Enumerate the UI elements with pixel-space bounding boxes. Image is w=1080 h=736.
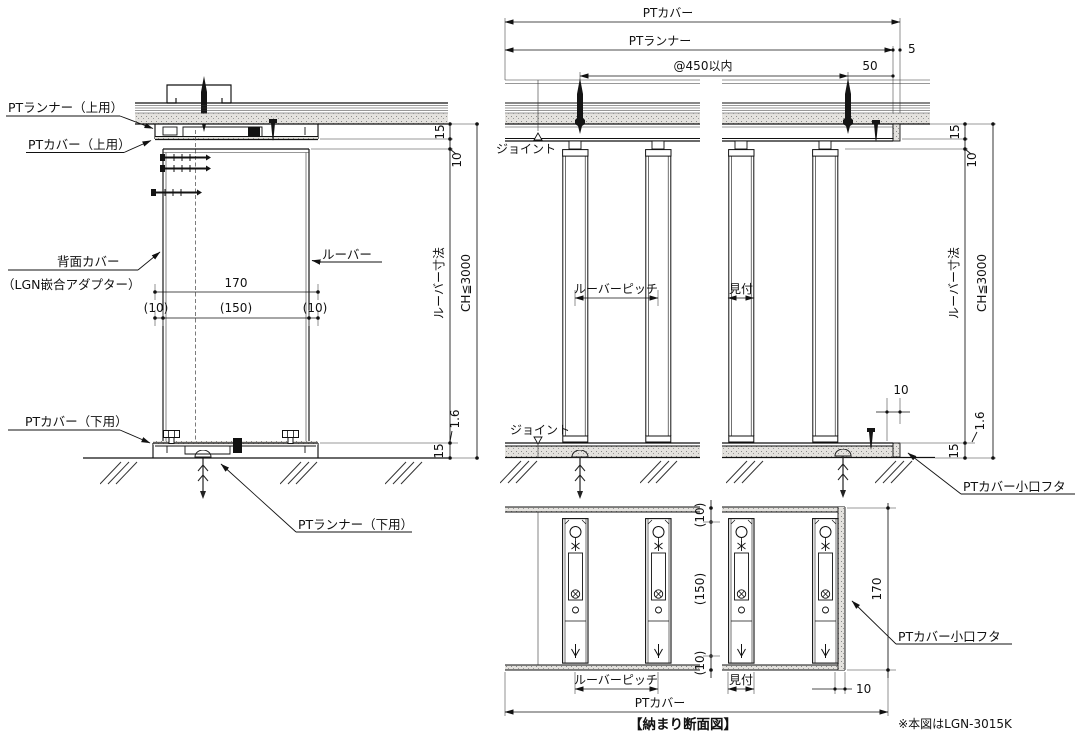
dim-top-15: 15 (948, 124, 962, 139)
dim-p10-top: (10) (693, 503, 707, 528)
dim-pt-cover: PTカバー (643, 6, 694, 20)
plan-view: (10) (150) (10) 170 PTカバー小口フタ ルーバーピッチ (504, 500, 1012, 716)
elevation-end-dims: 10 PTカバー小口フタ (876, 383, 1075, 495)
floor-anchor (195, 450, 211, 499)
label-joint-top: ジョイント (496, 142, 556, 156)
dim-plan-pitch: ルーバーピッチ (574, 673, 658, 687)
dim-170: 170 (225, 276, 248, 290)
back-cover-screw (160, 154, 211, 161)
ceiling-screw (843, 78, 853, 134)
dim-plan-pt-cover: PTカバー (635, 696, 686, 710)
elevation-louvers (563, 140, 838, 442)
label-pt-runner-bottom: PTランナー（下用） (298, 517, 413, 532)
elevation-top-dims: PTカバー PTランナー 5 @450以内 50 (504, 6, 916, 141)
elevation-pitch-dims: ルーバーピッチ 見付 (574, 282, 755, 306)
joint-top: ジョイント (496, 80, 556, 156)
dim-50: 50 (862, 59, 877, 73)
lower-cover (152, 431, 319, 500)
back-cover-screw (160, 165, 211, 172)
section-height-dims: 15 10 ルーバー寸法 1.6 15 CH≦3000 (311, 122, 479, 460)
louver-plan (563, 519, 588, 664)
elevation-view: PTカバー PTランナー 5 @450以内 50 (496, 6, 1075, 499)
label-pt-runner-top: PTランナー（上用） (8, 100, 123, 115)
dim-top-15: 15 (433, 124, 447, 139)
label-end-cap-elevation: PTカバー小口フタ (963, 479, 1066, 494)
dim-mitsuke: 見付 (729, 282, 753, 296)
plan-bottom-dims: ルーバーピッチ 見付 10 PTカバー (504, 672, 889, 716)
drawing-title: 【納まり断面図】 (629, 716, 737, 733)
joint-bottom: ジョイント (510, 423, 570, 457)
elevation-ceiling (505, 78, 930, 142)
back-cover-screw (151, 189, 202, 196)
elevation-floor (500, 428, 935, 499)
plan-end-cap (838, 507, 845, 670)
label-ch3000: CH≦3000 (459, 254, 473, 312)
dim-bottom-15: 15 (432, 443, 446, 458)
plan-depth-subdims: (10) (150) (10) (693, 500, 720, 678)
section-width-dims: 170 (10) (150) (10) (144, 276, 328, 326)
plan-depth-dim: 170 (847, 503, 896, 678)
dim-450: @450以内 (674, 59, 733, 73)
section-view: PTランナー（上用） PTカバー（上用） 背面カバー （LGN嵌合アダプター） … (2, 76, 479, 533)
dim-10-right: (10) (303, 301, 328, 315)
dim-louver-pitch: ルーバーピッチ (574, 282, 658, 296)
cover-end-cap-bottom (892, 442, 901, 458)
louver-plan (729, 519, 754, 664)
dim-top-10: 10 (450, 152, 464, 167)
ceiling-screw (575, 78, 585, 134)
dim-plan-mitsuke: 見付 (729, 673, 753, 687)
floor-anchor (572, 450, 588, 499)
label-louver-height: ルーバー寸法 (947, 247, 961, 319)
dim-p10-bottom: (10) (693, 651, 707, 676)
label-joint-bottom: ジョイント (510, 423, 570, 437)
dim-1-6: 1.6 (448, 409, 462, 428)
label-pt-cover-top: PTカバー（上用） (28, 137, 131, 152)
dim-5: 5 (908, 42, 916, 56)
dim-1-6: 1.6 (973, 411, 987, 430)
dim-bottom-15: 15 (947, 443, 961, 458)
ceiling-band (135, 102, 448, 125)
label-louver: ルーバー (322, 247, 372, 262)
louver (813, 150, 838, 442)
louver-plan (646, 519, 671, 664)
floor-anchor (835, 449, 851, 498)
label-ch3000: CH≦3000 (975, 254, 989, 312)
ceiling-channel (166, 84, 232, 104)
upper-cover (154, 119, 319, 141)
dim-pt-runner: PTランナー (629, 34, 692, 48)
label-back-cover-sub: （LGN嵌合アダプター） (2, 277, 141, 292)
cover-end-cap-top (892, 123, 901, 142)
dim-p150: (150) (693, 573, 707, 605)
label-louver-height: ルーバー寸法 (432, 247, 446, 319)
label-end-cap-plan: PTカバー小口フタ (898, 629, 1001, 644)
dim-plan-10: 10 (856, 682, 871, 696)
drawing-note: ※本図はLGN-3015K (898, 717, 1013, 731)
label-pt-cover-bottom: PTカバー（下用） (25, 414, 128, 429)
dim-150: (150) (220, 301, 252, 315)
label-back-cover: 背面カバー (57, 254, 120, 269)
elevation-height-dims: 15 10 ルーバー寸法 1.6 15 CH≦3000 (845, 122, 996, 460)
dim-p170: 170 (870, 578, 884, 601)
dim-10-left: (10) (144, 301, 169, 315)
dim-end-10: 10 (893, 383, 908, 397)
dim-top-10: 10 (965, 152, 979, 167)
section-labels: PTランナー（上用） PTカバー（上用） 背面カバー （LGN嵌合アダプター） … (2, 100, 413, 533)
plan-end-cap-label: PTカバー小口フタ (851, 600, 1012, 645)
joint-triangle-up (533, 132, 543, 141)
louver-plan (813, 519, 838, 664)
joint-triangle-down (533, 436, 543, 445)
plan-cover-strip (505, 506, 846, 671)
